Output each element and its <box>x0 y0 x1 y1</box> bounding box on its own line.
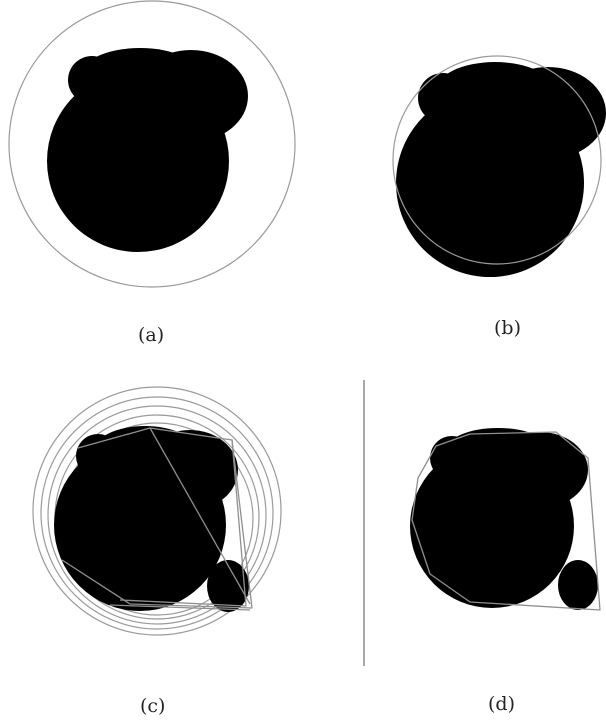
blob-shape <box>47 48 248 252</box>
blob-shape <box>410 428 588 608</box>
caption-a: (a) <box>138 324 164 346</box>
panel-b <box>392 55 606 277</box>
panel-a <box>8 0 296 288</box>
panel-d <box>410 428 601 611</box>
caption-d: (d) <box>488 693 515 715</box>
convex-hull <box>411 431 601 611</box>
blob-shape <box>396 62 606 277</box>
hull-lines <box>61 427 253 611</box>
caption-b: (b) <box>494 317 521 339</box>
small-ellipse-shape <box>207 560 249 612</box>
panel-c <box>32 386 282 636</box>
caption-c: (c) <box>140 695 165 717</box>
enclosing-circle <box>8 0 296 288</box>
minimum-enclosing-circle <box>392 55 602 265</box>
blob-shape <box>54 426 238 611</box>
small-ellipse-shape <box>558 560 598 610</box>
